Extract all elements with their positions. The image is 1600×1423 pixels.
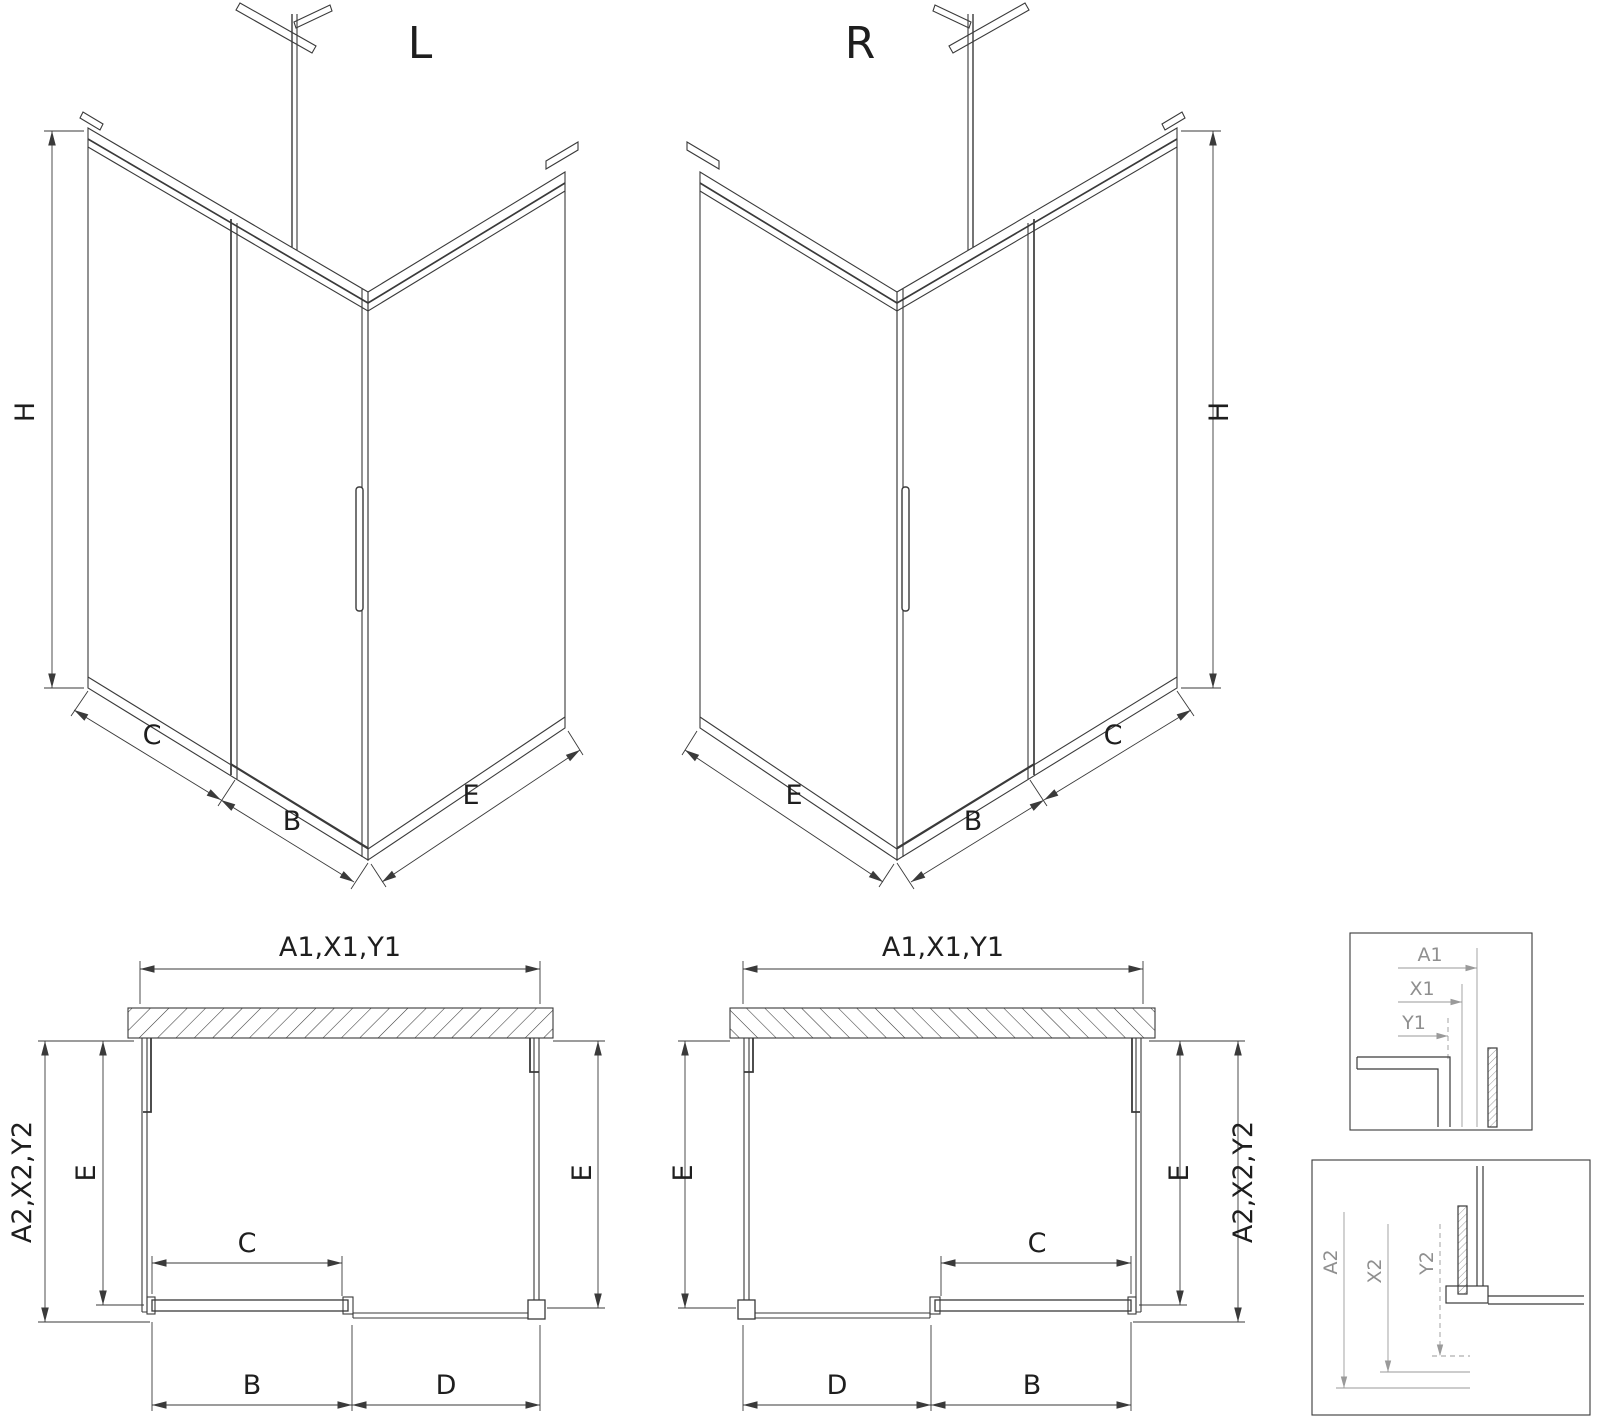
detail-bottom-dim-a2: A2 [1320, 1249, 1342, 1274]
plan-left-geometry [38, 961, 605, 1411]
detail-bottom-dim-x2: X2 [1364, 1258, 1386, 1283]
plan-right-dim-b: B [1023, 1370, 1042, 1401]
plan-left-dim-width: A1,X1,Y1 [279, 932, 401, 963]
plan-right-geometry [678, 961, 1245, 1411]
detail-top-dim-x1: X1 [1409, 978, 1434, 1000]
detail-top-wall-profile [1357, 1056, 1451, 1127]
plan-right-dim-d: D [827, 1370, 848, 1401]
detail-top-dim-y1: Y1 [1401, 1012, 1426, 1034]
plan-left-dim-e-left: E [71, 1164, 102, 1181]
iso-left-dim-b: B [283, 806, 302, 837]
plan-left-dim-e-right: E [567, 1164, 598, 1181]
detail-top-view: A1 X1 Y1 [1349, 932, 1533, 1131]
plan-left-dim-d: D [436, 1370, 457, 1401]
plan-left-dim-depth: A2,X2,Y2 [7, 1121, 38, 1243]
detail-bottom-panel-section [1476, 1166, 1484, 1286]
plan-right-dim-e-left: E [668, 1164, 699, 1181]
iso-left-geometry [44, 3, 583, 889]
iso-right-drawing: R H E B C [682, 3, 1235, 889]
detail-top-dim-a1: A1 [1417, 944, 1442, 966]
detail-bottom-track-section [1445, 1285, 1489, 1304]
detail-bottom-glass-section [1457, 1205, 1468, 1295]
iso-left-dim-e: E [462, 780, 479, 811]
detail-top-glass-section [1487, 1047, 1498, 1128]
detail-bottom-frame [1311, 1159, 1591, 1416]
plan-right-dim-e-right: E [1164, 1164, 1195, 1181]
plan-right-dim-width: A1,X1,Y1 [882, 932, 1004, 963]
plan-left-dim-b: B [243, 1370, 262, 1401]
iso-left-variant-label: L [408, 18, 433, 69]
plan-left-dim-c: C [238, 1228, 257, 1259]
plan-right-drawing: A1,X1,Y1 A2,X2,Y2 E E C B D [668, 932, 1259, 1411]
plan-right-dim-c: C [1028, 1228, 1047, 1259]
iso-left-drawing: L H C B E [10, 3, 583, 889]
iso-right-dim-e: E [785, 780, 802, 811]
iso-right-dim-c: C [1104, 720, 1123, 751]
detail-top-frame [1349, 932, 1533, 1131]
iso-left-dim-h: H [10, 402, 41, 422]
detail-bottom-floor-lines [1488, 1295, 1584, 1305]
iso-left-dim-c: C [143, 720, 162, 751]
detail-bottom-view: A2 X2 Y2 [1311, 1159, 1591, 1416]
detail-bottom-dim-y2: Y2 [1416, 1251, 1438, 1276]
plan-left-drawing: A1,X1,Y1 A2,X2,Y2 E E C B D [7, 932, 605, 1411]
iso-right-dim-b: B [964, 806, 983, 837]
iso-right-geometry [682, 3, 1221, 889]
iso-right-dim-h: H [1204, 402, 1235, 422]
iso-right-variant-label: R [845, 18, 876, 69]
plan-right-dim-depth: A2,X2,Y2 [1228, 1121, 1259, 1243]
